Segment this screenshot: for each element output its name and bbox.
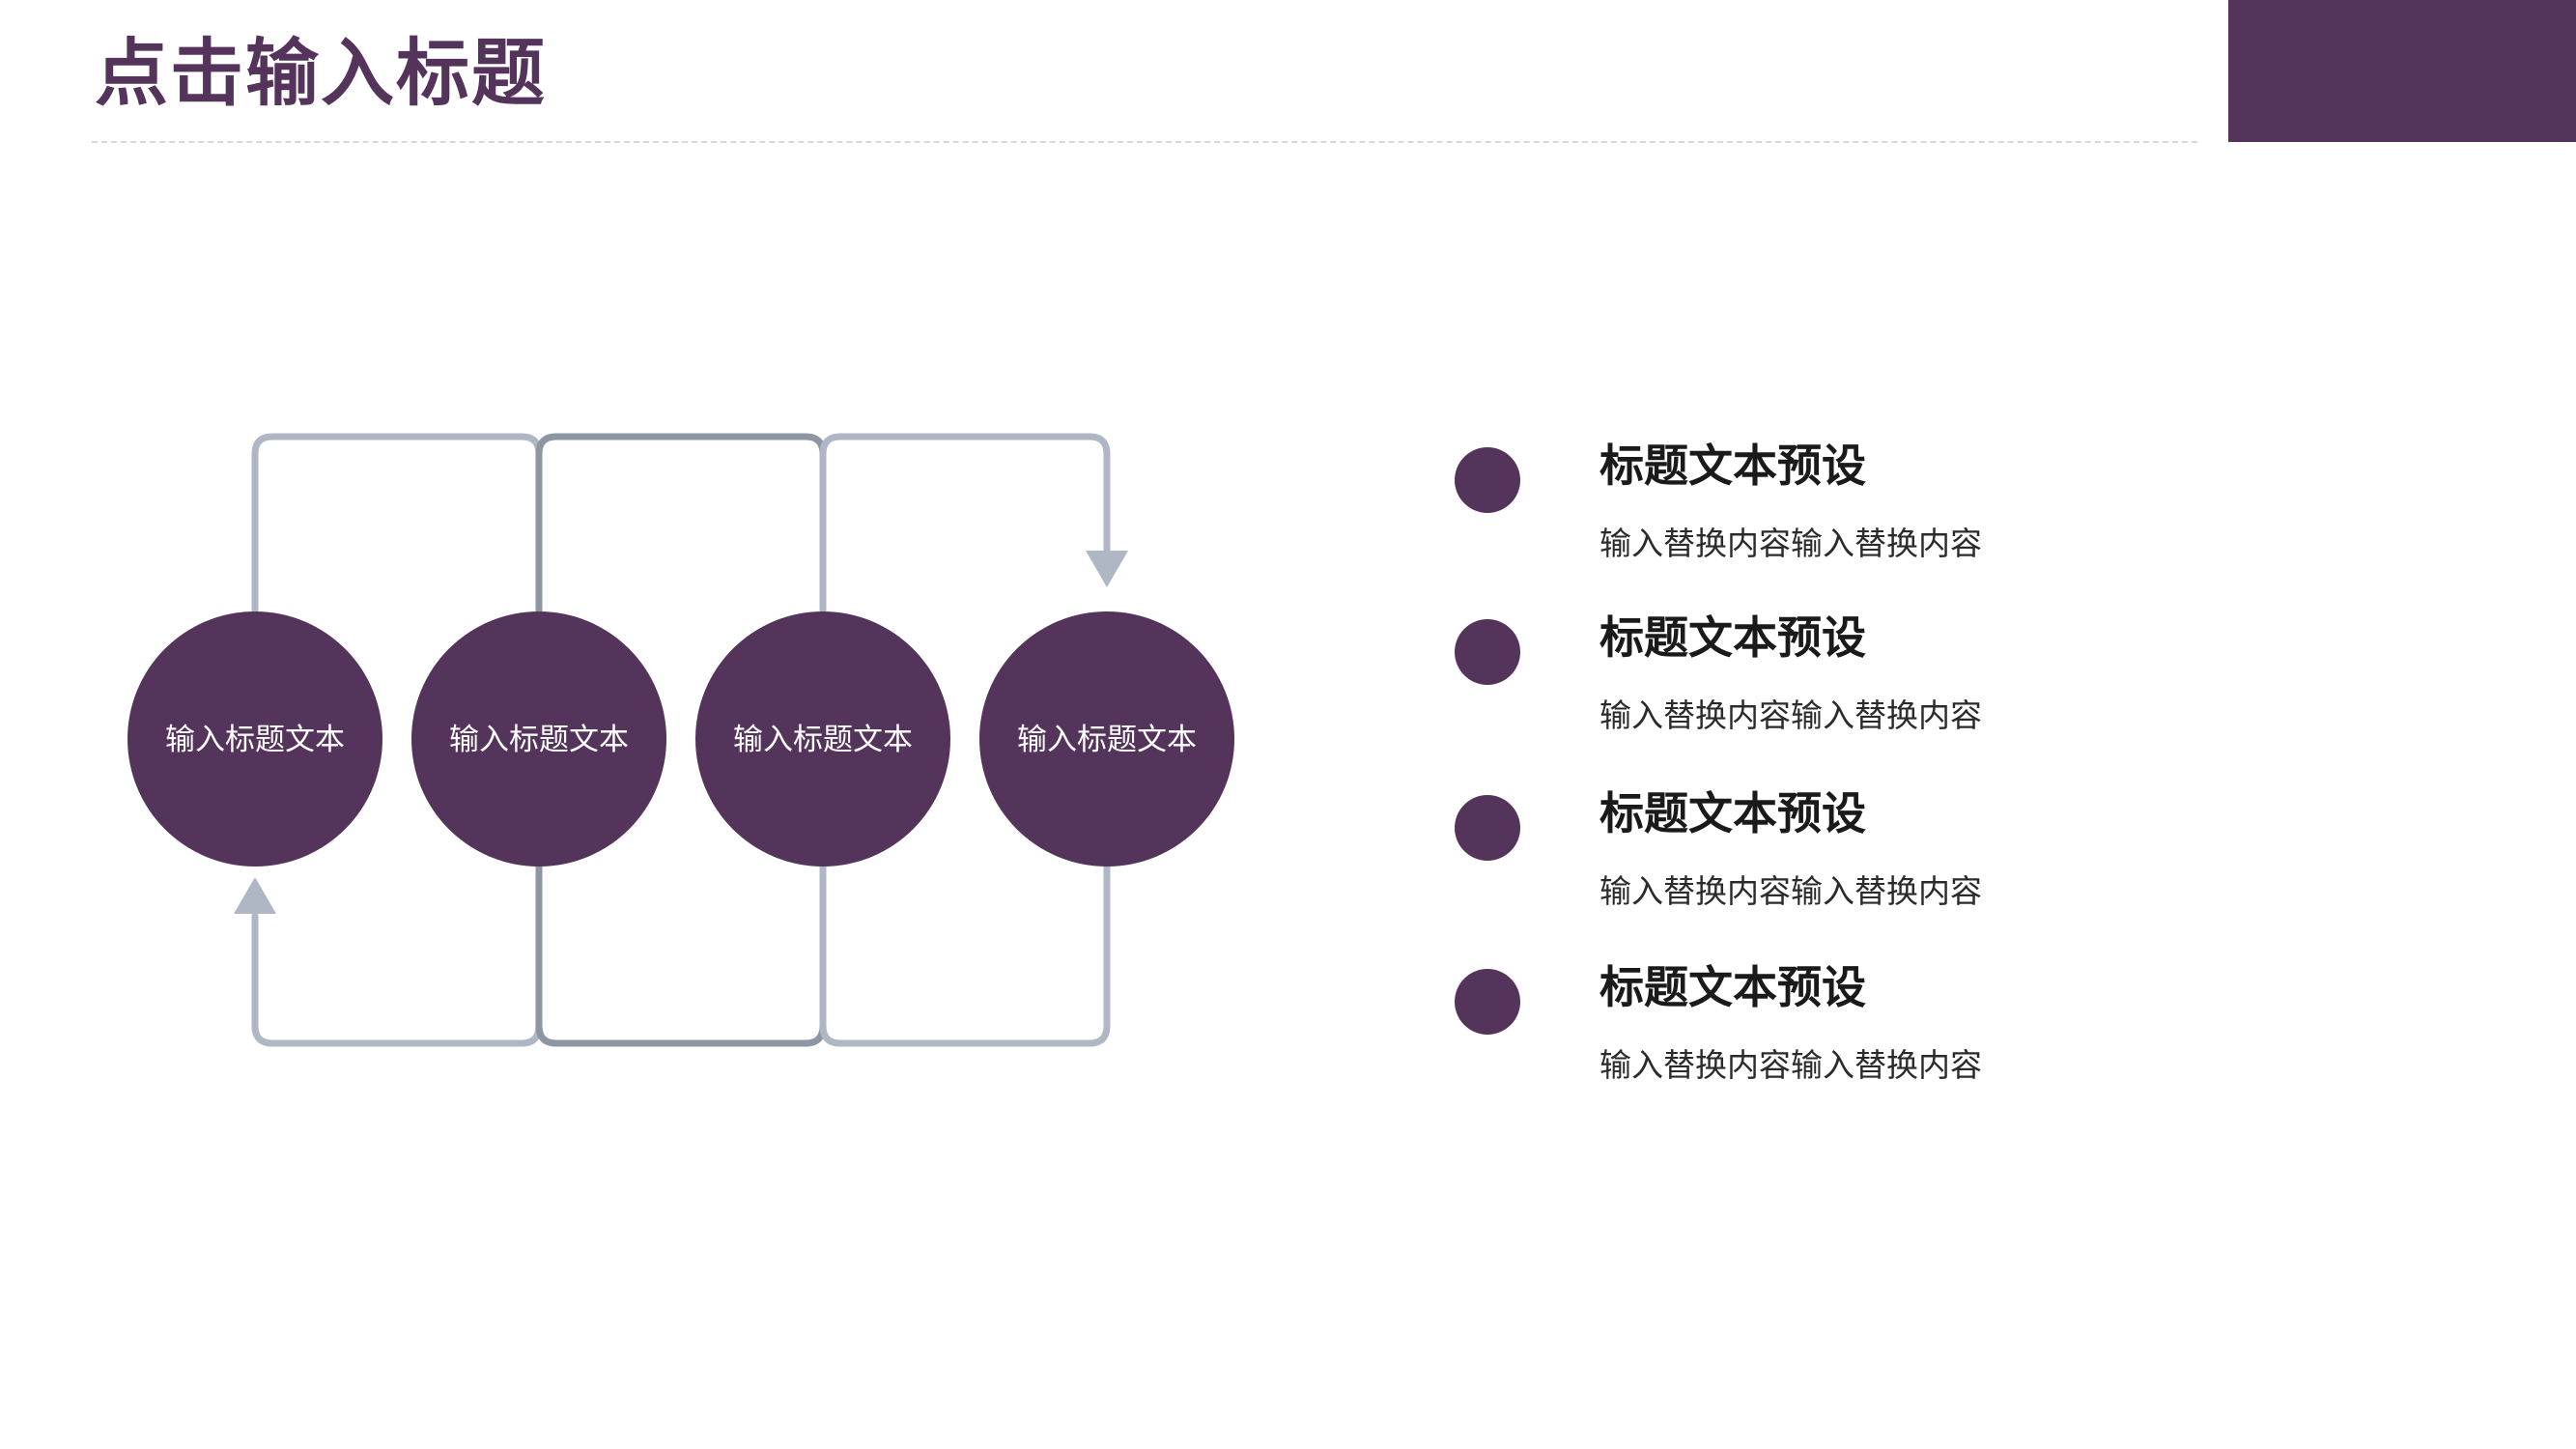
flow-step-label: 输入标题文本 — [1017, 723, 1197, 757]
connector-bottom-3 — [819, 861, 1111, 1047]
bullet-dot-icon — [1455, 795, 1520, 861]
legend-item-desc: 输入替换内容输入替换内容 — [1599, 872, 1982, 910]
connector-top-1 — [251, 433, 543, 617]
flow-diagram: 输入标题文本 输入标题文本 输入标题文本 输入标题文本 — [127, 433, 1234, 1047]
bullet-dot-icon — [1455, 447, 1520, 513]
legend-item-desc: 输入替换内容输入替换内容 — [1599, 696, 1982, 734]
legend-item-desc: 输入替换内容输入替换内容 — [1599, 525, 1982, 562]
flow-step: 输入标题文本 — [695, 611, 950, 867]
connector-top-3 — [819, 433, 1111, 617]
legend-item-title: 标题文本预设 — [1599, 611, 1866, 664]
bullet-dot-icon — [1455, 619, 1520, 685]
legend-item-title: 标题文本预设 — [1599, 961, 1866, 1013]
arrow-down-icon — [1086, 551, 1128, 587]
flow-step-label: 输入标题文本 — [165, 723, 345, 757]
legend-item: 标题文本预设 输入替换内容输入替换内容 — [1449, 787, 2125, 942]
legend-item-title: 标题文本预设 — [1599, 787, 1866, 839]
page-title: 点击输入标题 — [95, 30, 547, 116]
flow-step-label: 输入标题文本 — [733, 723, 913, 757]
connector-top-2 — [535, 433, 827, 617]
legend-item: 标题文本预设 输入替换内容输入替换内容 — [1449, 440, 2125, 594]
legend-item: 标题文本预设 输入替换内容输入替换内容 — [1449, 961, 2125, 1116]
bullet-dot-icon — [1455, 969, 1520, 1035]
corner-accent-block — [2228, 0, 2576, 142]
arrow-up-icon — [234, 877, 276, 914]
flow-step: 输入标题文本 — [979, 611, 1234, 867]
legend-item: 标题文本预设 输入替换内容输入替换内容 — [1449, 611, 2125, 766]
connector-bottom-2 — [535, 861, 827, 1047]
flow-step-label: 输入标题文本 — [449, 723, 629, 757]
flow-step: 输入标题文本 — [127, 611, 382, 867]
title-divider — [92, 141, 2197, 143]
legend-item-title: 标题文本预设 — [1599, 440, 1866, 492]
connector-bottom-1 — [251, 861, 543, 1047]
flow-step: 输入标题文本 — [411, 611, 666, 867]
legend-item-desc: 输入替换内容输入替换内容 — [1599, 1046, 1982, 1084]
